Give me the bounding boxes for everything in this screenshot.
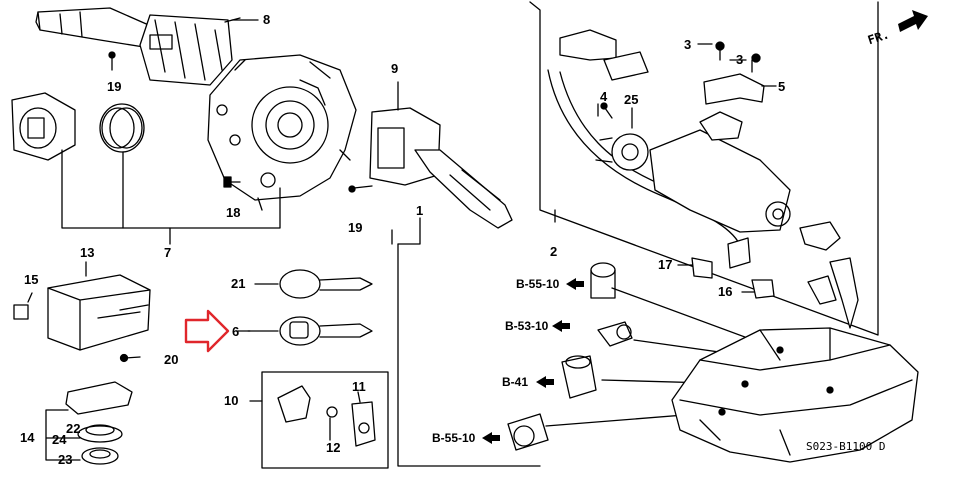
part-label-2: 2 (550, 244, 558, 259)
part-label-1: 1 (416, 203, 424, 218)
part-label-9: 9 (391, 61, 399, 76)
diagram-code: S023-B1100 D (806, 440, 886, 453)
part-label-8: 8 (263, 12, 271, 27)
label-leaders (231, 19, 777, 332)
ref-b55-10-upper: B-55-10 (516, 277, 560, 291)
car-body-illustration (671, 327, 919, 463)
front-direction-arrow-icon (898, 10, 928, 32)
part-label-7: 7 (164, 245, 172, 260)
key-illustrations (247, 269, 373, 346)
part-label-25: 25 (624, 92, 639, 107)
part-label-16: 16 (718, 284, 733, 299)
part-label-22: 22 (66, 421, 81, 436)
part-label-11: 11 (352, 379, 366, 394)
part-label-3-left: 3 (684, 37, 692, 52)
highlight-arrow-icon (184, 309, 230, 353)
part-label-3-right: 3 (736, 52, 744, 67)
keyless-remote-illustration (45, 381, 133, 465)
reference-arrows (482, 278, 584, 444)
part-label-20: 20 (164, 352, 179, 367)
lock-cylinder-illustrations (507, 262, 791, 451)
lighting-switch-illustration (369, 81, 513, 245)
part-label-24: 24 (52, 432, 67, 447)
ignition-assembly-illustration (529, 1, 879, 336)
part-label-12: 12 (326, 440, 341, 455)
part-label-10: 10 (224, 393, 239, 408)
screw-illustrations (108, 51, 373, 363)
ref-b55-10-lower: B-55-10 (432, 431, 476, 445)
group-10-frame (249, 371, 389, 469)
part-label-17: 17 (658, 257, 673, 272)
part-label-6: 6 (232, 324, 240, 339)
part-label-23: 23 (58, 452, 73, 467)
control-unit-illustration (47, 261, 151, 351)
item-1-leader (397, 217, 541, 467)
part-label-15: 15 (24, 272, 39, 287)
part-label-19-upper: 19 (107, 79, 122, 94)
cancel-sleeve-illustration (11, 92, 145, 161)
cable-reel-illustration (207, 54, 357, 211)
part-label-13: 13 (80, 245, 95, 260)
part-label-18: 18 (226, 205, 241, 220)
part-label-5: 5 (778, 79, 786, 94)
grommet-illustration (13, 292, 33, 320)
part-label-21: 21 (231, 276, 246, 291)
wiper-switch-lever-illustration (35, 7, 241, 86)
ref-b41: B-41 (502, 375, 529, 389)
part-label-19-lower: 19 (348, 220, 363, 235)
part-label-14: 14 (20, 430, 35, 445)
ref-b53-10: B-53-10 (505, 319, 549, 333)
part-label-4: 4 (600, 89, 608, 104)
group-7-leader (61, 149, 281, 245)
